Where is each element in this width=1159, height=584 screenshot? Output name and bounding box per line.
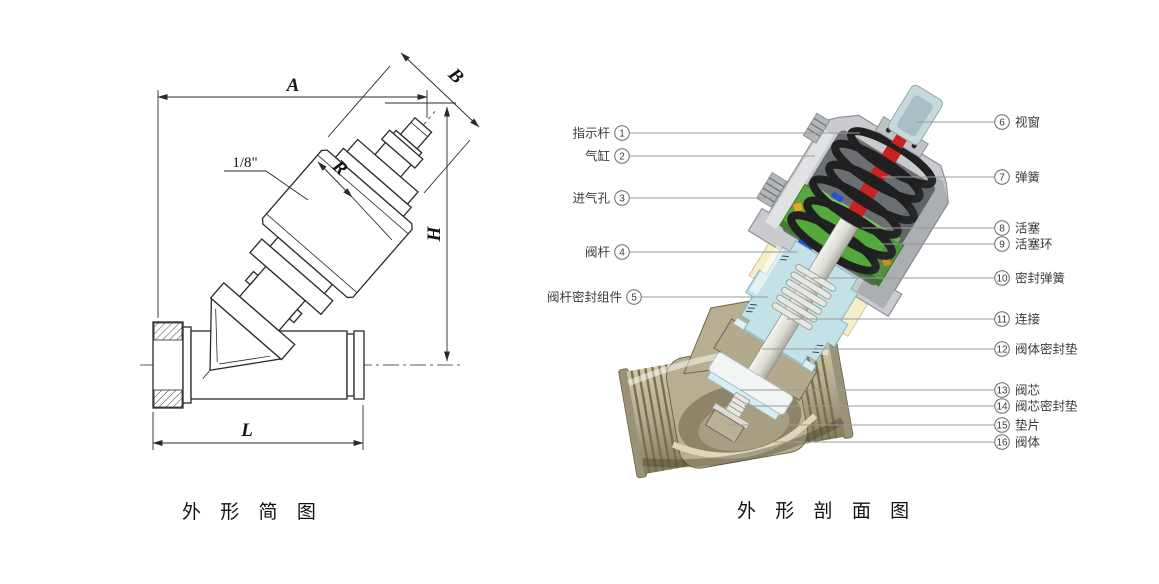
callout-label: 活塞 <box>1015 221 1041 236</box>
callout-label: 阀芯密封垫 <box>1015 399 1078 414</box>
callout-piston: 8 活塞 <box>862 220 1041 236</box>
dim-A-label: A <box>286 75 300 96</box>
callout-number: 11 <box>997 315 1008 326</box>
callout-number: 14 <box>996 402 1008 413</box>
actuator-outline <box>202 111 436 379</box>
callout-spring: 7 弹簧 <box>882 169 1040 185</box>
thread-size-annotation: 1/8" <box>224 155 309 201</box>
thread-size-label: 1/8" <box>232 155 257 171</box>
valve-plug <box>704 352 794 444</box>
callout-valve-body: 16 阀体 <box>710 434 1041 450</box>
callout-piston-ring: 9 活塞环 <box>877 236 1053 252</box>
callout-valve-stem: 4 阀杆 <box>585 244 798 260</box>
callout-label: 进气孔 <box>572 191 610 206</box>
callout-number: 3 <box>619 194 625 205</box>
callout-washer: 15 垫片 <box>728 417 1040 433</box>
outline-drawing: A H B L R 1/8" <box>140 52 480 523</box>
callout-stem-seal-assembly: 5 阀杆密封组件 <box>547 289 768 305</box>
section-drawing: 1 指示杆 2 气缸 3 进气孔 4 阀杆 5 阀杆密封组件 6 视窗 <box>547 84 1078 522</box>
dimension-A: A <box>157 75 428 318</box>
main-spring <box>787 127 937 275</box>
callout-number: 13 <box>996 386 1008 397</box>
callout-connection: 11 连接 <box>787 311 1041 327</box>
callout-seal-spring: 10 密封弹簧 <box>812 270 1065 286</box>
knurled-collar <box>802 112 831 144</box>
dim-B-label: B <box>443 63 467 88</box>
callout-body-gasket: 12 阀体密封垫 <box>762 341 1078 357</box>
callout-label: 视窗 <box>1015 115 1040 130</box>
callout-label: 阀体密封垫 <box>1015 342 1078 357</box>
packing-chevrons <box>745 255 824 354</box>
callout-number: 16 <box>996 438 1008 449</box>
callout-label: 连接 <box>1015 312 1041 327</box>
callout-sight-window: 6 视窗 <box>916 114 1040 130</box>
callout-label: 指示杆 <box>572 126 610 141</box>
section-actuator <box>704 84 949 444</box>
callout-label: 阀杆 <box>585 246 611 260</box>
callout-number: 5 <box>631 293 637 304</box>
callout-number: 15 <box>996 421 1008 432</box>
callout-number: 10 <box>996 274 1008 285</box>
callout-label: 阀杆密封组件 <box>547 290 622 305</box>
callout-air-inlet: 3 进气孔 <box>572 190 773 206</box>
callout-plug-gasket: 14 阀芯密封垫 <box>744 398 1078 414</box>
dim-L-label: L <box>240 420 253 441</box>
callout-label: 密封弹簧 <box>1015 271 1065 286</box>
callout-number: 4 <box>619 248 625 259</box>
callout-label: 气缸 <box>585 149 610 164</box>
callout-number: 7 <box>999 173 1005 184</box>
callout-label: 阀芯 <box>1015 384 1040 398</box>
callout-number: 12 <box>996 345 1008 356</box>
callout-valve-plug: 13 阀芯 <box>740 382 1040 398</box>
right-caption: 外 形 剖 面 图 <box>737 500 916 522</box>
callout-number: 2 <box>619 152 625 163</box>
stem-nut <box>704 408 745 444</box>
callout-label: 垫片 <box>1015 418 1040 433</box>
callout-number: 6 <box>999 118 1005 129</box>
seal-blue <box>830 191 844 203</box>
dim-H-label: H <box>424 225 445 242</box>
callout-label: 活塞环 <box>1015 237 1053 252</box>
callout-label: 阀体 <box>1015 436 1041 450</box>
callout-indicator-rod: 1 指示杆 <box>572 125 860 141</box>
callout-number: 1 <box>619 129 625 140</box>
callout-number: 8 <box>999 224 1005 235</box>
seal-blue <box>797 236 815 252</box>
callout-label: 弹簧 <box>1015 170 1040 185</box>
callout-cylinder: 2 气缸 <box>585 148 815 164</box>
dimension-L: L <box>152 405 364 450</box>
left-caption: 外 形 简 图 <box>182 501 323 523</box>
callout-number: 9 <box>999 240 1005 251</box>
